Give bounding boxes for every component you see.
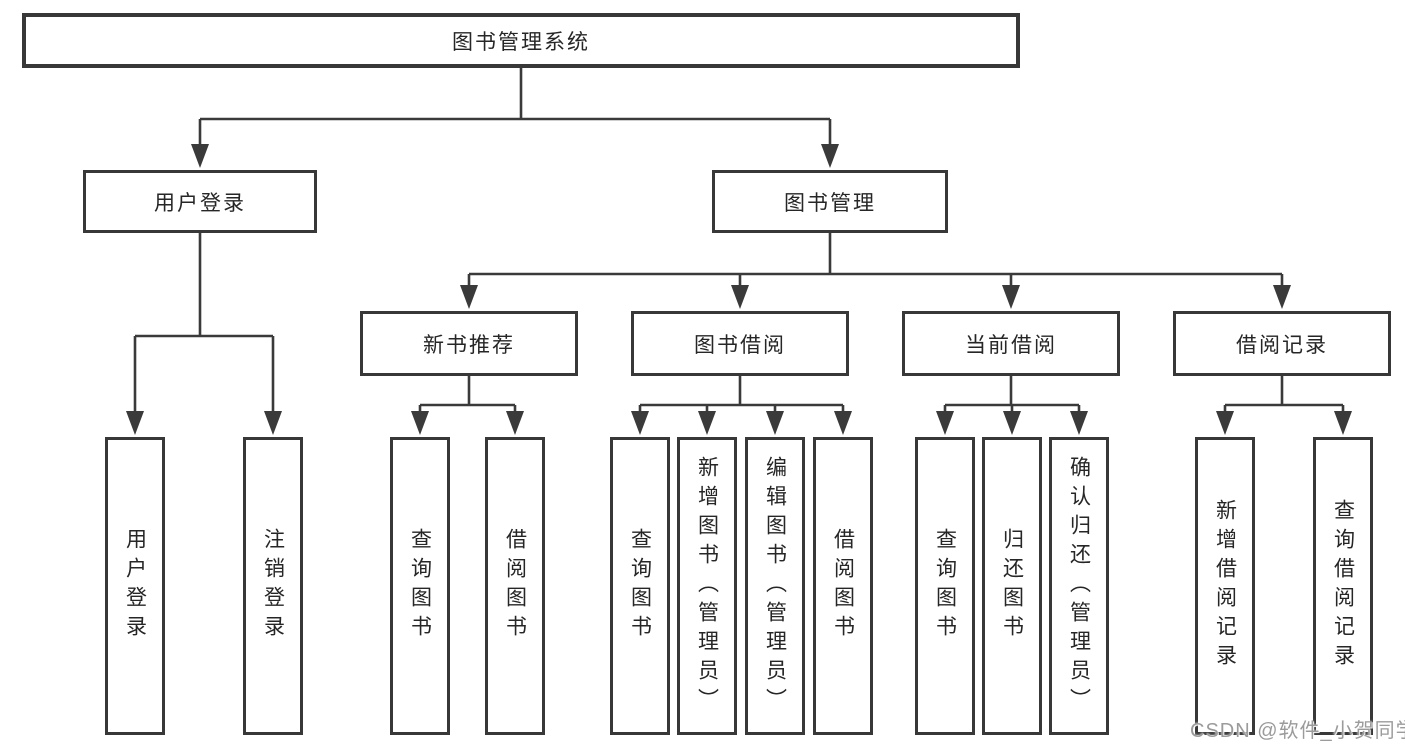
arrowheads [126, 144, 1352, 435]
leaf-recommend-query-book: 查询图书 [390, 437, 450, 735]
leaf-logout-label: 注销登录 [261, 528, 285, 644]
leaf-user-login: 用户登录 [105, 437, 165, 735]
leaf-recommend-query-book-label: 查询图书 [408, 528, 432, 644]
node-new-book-recommendation: 新书推荐 [360, 311, 578, 376]
leaf-borrowing-query-book: 查询图书 [610, 437, 670, 735]
leaf-recommend-borrow-book: 借阅图书 [485, 437, 545, 735]
leaf-borrowing-borrow-book: 借阅图书 [813, 437, 873, 735]
leaf-confirm-return-admin: 确认归还（管理员） [1049, 437, 1109, 735]
leaf-current-query-book: 查询图书 [915, 437, 975, 735]
node-user-login-branch-label: 用户登录 [154, 191, 246, 215]
leaf-borrowing-borrow-book-label: 借阅图书 [831, 528, 855, 644]
node-borrowing-records-label: 借阅记录 [1236, 333, 1328, 357]
csdn-watermark: CSDN @软件_小贺同学 [1190, 720, 1405, 742]
leaf-logout: 注销登录 [243, 437, 303, 735]
leaf-return-book: 归还图书 [982, 437, 1042, 735]
leaf-add-borrow-record-label: 新增借阅记录 [1213, 499, 1237, 673]
leaf-add-book-admin: 新增图书（管理员） [677, 437, 737, 735]
leaf-edit-book-admin-label: 编辑图书（管理员） [763, 455, 787, 717]
node-root: 图书管理系统 [22, 13, 1020, 68]
leaf-return-book-label: 归还图书 [1000, 528, 1024, 644]
node-book-management-label: 图书管理 [784, 191, 876, 215]
leaf-borrowing-query-book-label: 查询图书 [628, 528, 652, 644]
node-borrowing-records: 借阅记录 [1173, 311, 1391, 376]
node-new-book-recommendation-label: 新书推荐 [423, 333, 515, 357]
leaf-current-query-book-label: 查询图书 [933, 528, 957, 644]
leaf-query-borrow-record: 查询借阅记录 [1313, 437, 1373, 735]
node-current-borrowing: 当前借阅 [902, 311, 1120, 376]
node-book-management: 图书管理 [712, 170, 948, 233]
node-current-borrowing-label: 当前借阅 [965, 333, 1057, 357]
leaf-edit-book-admin: 编辑图书（管理员） [745, 437, 805, 735]
node-book-borrowing: 图书借阅 [631, 311, 849, 376]
leaf-recommend-borrow-book-label: 借阅图书 [503, 528, 527, 644]
node-user-login-branch: 用户登录 [83, 170, 317, 233]
leaf-user-login-label: 用户登录 [123, 528, 147, 644]
leaf-add-borrow-record: 新增借阅记录 [1195, 437, 1255, 735]
leaf-confirm-return-admin-label: 确认归还（管理员） [1067, 455, 1091, 717]
node-root-label: 图书管理系统 [452, 30, 590, 54]
leaf-add-book-admin-label: 新增图书（管理员） [695, 455, 719, 717]
tree-edges [133, 68, 1345, 413]
leaf-query-borrow-record-label: 查询借阅记录 [1331, 499, 1355, 673]
node-book-borrowing-label: 图书借阅 [694, 333, 786, 357]
